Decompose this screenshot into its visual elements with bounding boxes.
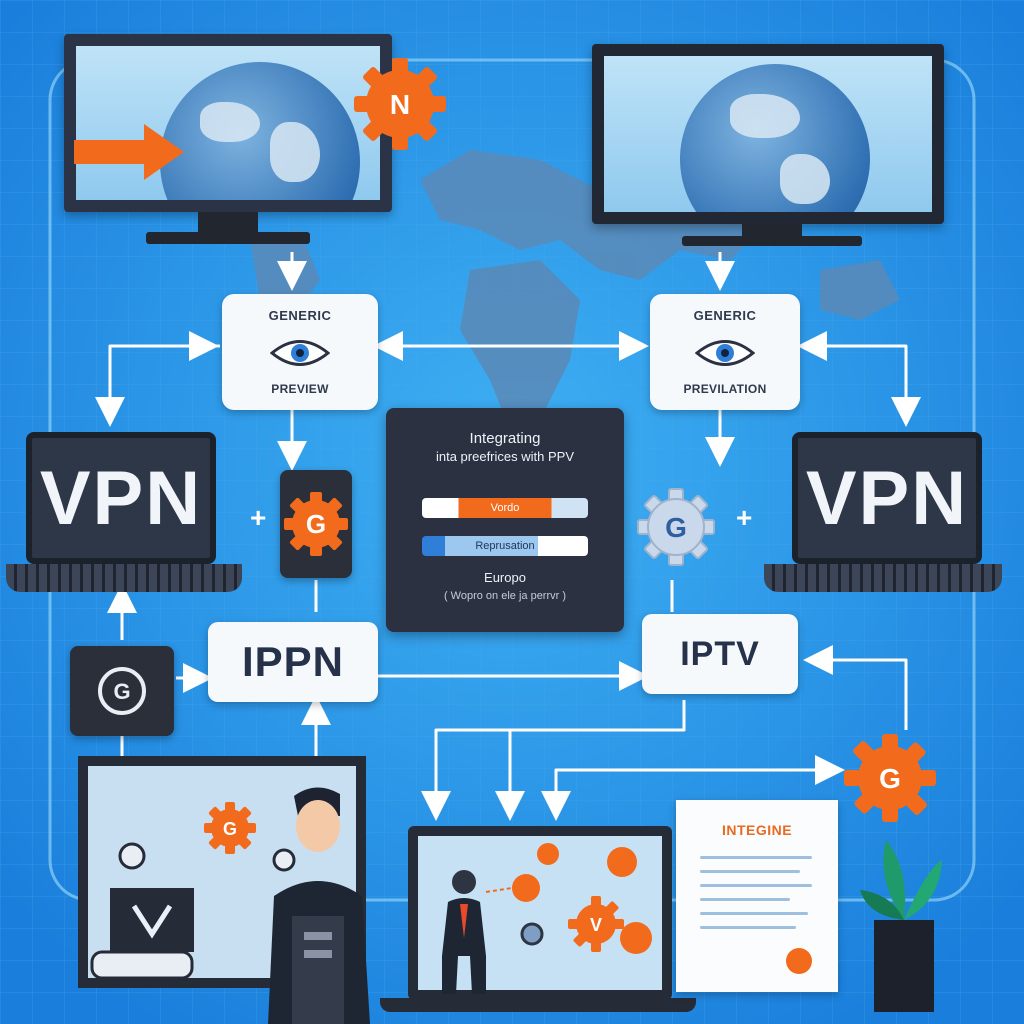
gear-right-letter: G (665, 512, 687, 543)
ippn-label: IPPN (241, 638, 345, 685)
scene-left-gear-letter: G (223, 819, 237, 839)
gear-tile-left[interactable]: G (280, 470, 352, 578)
side-g-letter: G (113, 679, 130, 704)
plus-sign-left: + (250, 502, 267, 533)
gear-icon: N (354, 58, 446, 150)
laptop-left-label: VPN (39, 455, 203, 541)
scene-mid-laptop-base (380, 998, 696, 1012)
document-seal (786, 948, 812, 974)
monitor-left-screen (76, 46, 380, 200)
iptv-label: IPTV (680, 634, 760, 673)
laptop-right-keyboard (764, 564, 1002, 592)
gear-icon: G (637, 488, 715, 566)
arrow-icon (74, 124, 184, 180)
monitor-left-base (146, 232, 310, 244)
document-title: INTEGINE (721, 822, 793, 838)
eye-icon (695, 339, 755, 366)
monitor-left (64, 34, 392, 212)
g-circle-icon: G (98, 667, 146, 715)
panel-bar-left-label: Vordo (490, 502, 520, 514)
card-right-title: GENERIC (693, 308, 757, 323)
monitor-right (592, 44, 944, 224)
panel-region: Europo (484, 570, 526, 585)
laptop-right-label: VPN (805, 455, 969, 541)
laptop-left-keyboard (6, 564, 242, 592)
monitor-right-screen (604, 56, 932, 212)
computer-tower (110, 888, 194, 952)
panel-bar-left[interactable]: Vordo (422, 498, 588, 518)
gear-tile-right[interactable]: G (632, 476, 720, 578)
card-right-subtitle: PREVILATION (683, 382, 767, 396)
generic-preview-card[interactable]: GENERIC PREVIEW (222, 294, 378, 410)
plant-icon (860, 840, 942, 1012)
generic-previlation-card[interactable]: GENERIC PREVILATION (650, 294, 800, 410)
panel-subtitle: inta preefrices with PPV (435, 449, 574, 464)
monitor-right-base (682, 236, 862, 246)
gear-icon: G (284, 492, 348, 556)
scene-mid: V (442, 843, 652, 994)
card-left-subtitle: PREVIEW (271, 382, 329, 396)
laptop-right-screen: VPN (792, 432, 982, 564)
scene-left: G (90, 787, 370, 1024)
person-icon (268, 787, 370, 1024)
document-icon[interactable]: INTEGINE (676, 800, 838, 992)
panel-bar-right[interactable]: Reprusation (422, 536, 588, 556)
plus-sign-right: + (736, 502, 753, 533)
panel-title: Integrating (469, 430, 541, 447)
businessman-icon (442, 870, 486, 994)
monitor-left-stand (198, 212, 258, 234)
ippn-box[interactable]: IPPN (208, 622, 378, 702)
eye-icon (270, 339, 330, 366)
panel-note: ( Wopro on ele ja perrvr ) (443, 590, 567, 602)
side-g-tile[interactable]: G (70, 646, 174, 736)
card-left-title: GENERIC (268, 308, 332, 323)
gear-left-letter: G (306, 509, 326, 539)
integration-panel: Integrating inta preefrices with PPV Vor… (386, 408, 624, 632)
laptop-left-screen: VPN (26, 432, 216, 564)
globe-icon (680, 64, 870, 212)
iptv-box[interactable]: IPTV (642, 614, 798, 694)
bottom-right-gear-letter: G (879, 763, 901, 794)
scene-mid-gear-letter: V (590, 915, 602, 935)
gear-icon: G (844, 734, 936, 822)
top-gear-letter: N (390, 89, 410, 120)
panel-bar-right-label: Reprusation (475, 540, 535, 552)
